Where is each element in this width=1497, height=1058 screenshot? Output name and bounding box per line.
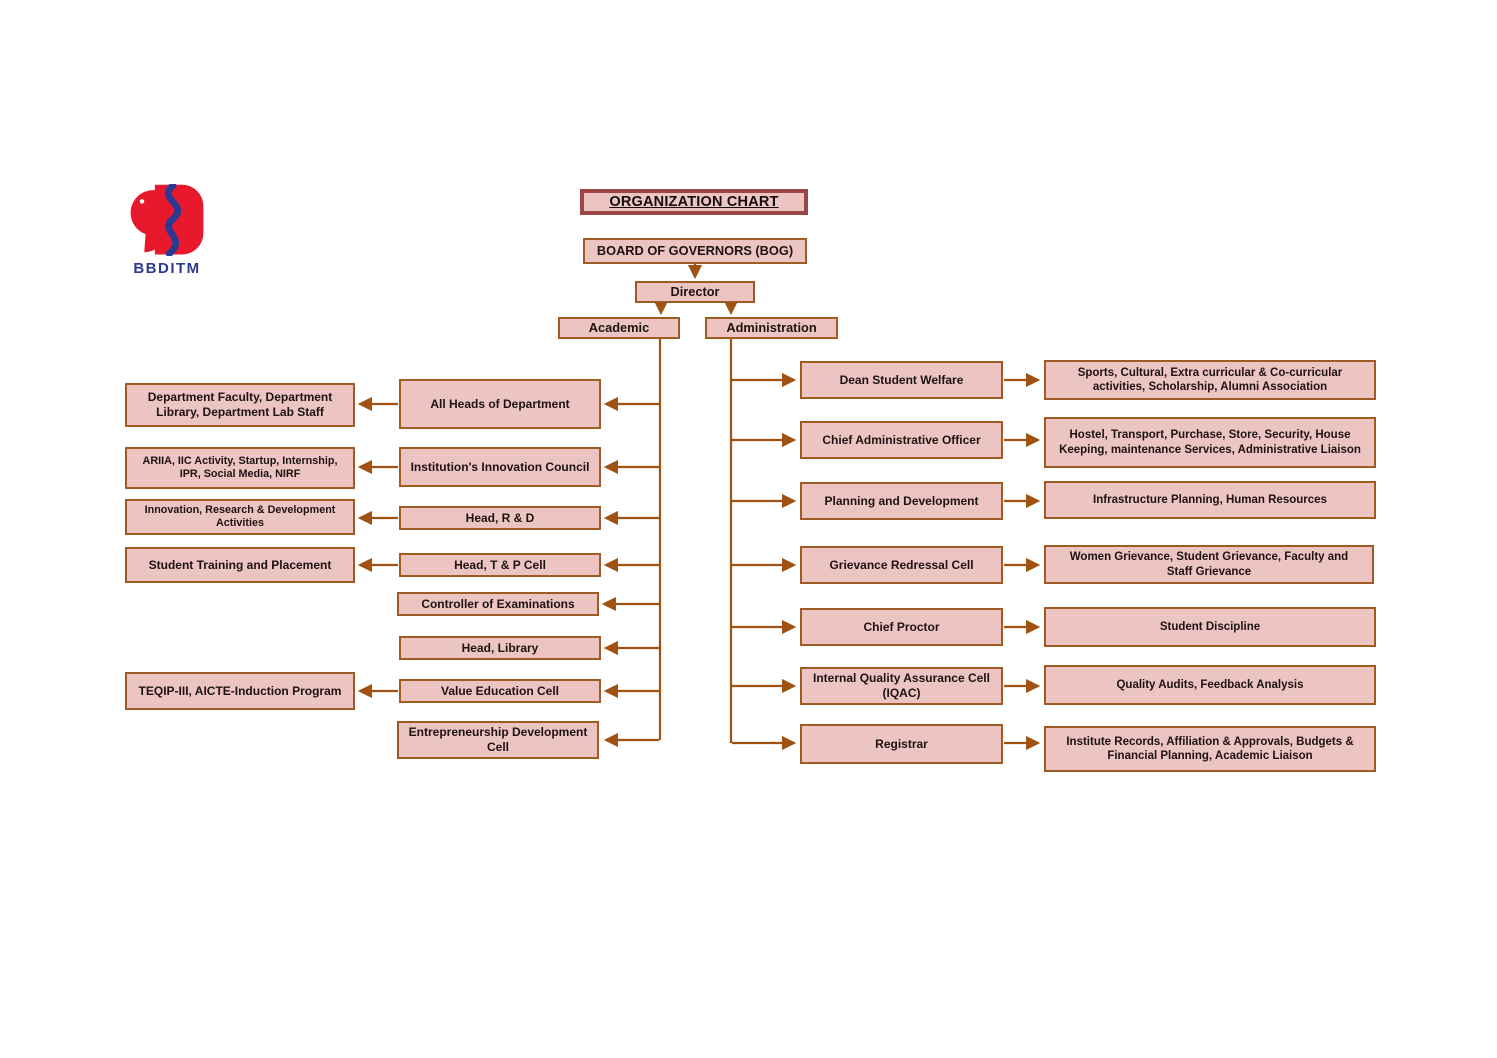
node-label: Grievance Redressal Cell [829,557,974,572]
bbd-logo: BBDITM [127,182,207,277]
node-label: Academic [588,320,650,336]
desc-head-r-and-d: Innovation, Research & Development Activ… [125,499,355,535]
node-label: Head, T & P Cell [454,557,546,572]
node-label: Institution's Innovation Council [410,459,590,474]
desc-chief-proctor: Student Discipline [1044,607,1376,647]
node-head-library: Head, Library [399,636,601,660]
desc-institutions-innovation-council: ARIIA, IIC Activity, Startup, Internship… [125,447,355,489]
desc-head-t-and-p-cell: Student Training and Placement [125,547,355,583]
node-label: Dean Student Welfare [839,372,964,387]
desc-label: Department Faculty, Department Library, … [147,390,333,419]
page-title: ORGANIZATION CHART [580,189,808,215]
node-dean-student-welfare: Dean Student Welfare [800,361,1003,399]
node-entrepreneurship-development-cell: Entrepreneurship Development Cell [397,721,599,759]
node-label: Internal Quality Assurance Cell (IQAC) [813,671,990,700]
bbd-elephant-icon [130,182,204,258]
node-label: Value Education Cell [440,683,560,698]
node-institutions-innovation-council: Institution's Innovation Council [399,447,601,487]
node-planning-and-development: Planning and Development [800,482,1003,520]
node-registrar: Registrar [800,724,1003,764]
node-grievance-redressal-cell: Grievance Redressal Cell [800,546,1003,584]
node-label: All Heads of Department [430,396,570,411]
node-head-t-and-p-cell: Head, T & P Cell [399,553,601,577]
node-label: Chief Proctor [863,619,940,634]
desc-dean-student-welfare: Sports, Cultural, Extra curricular & Co-… [1044,360,1376,400]
desc-iqac: Quality Audits, Feedback Analysis [1044,665,1376,705]
node-label: Planning and Development [824,493,979,508]
node-label: Registrar [875,736,928,751]
node-label: Administration [726,320,817,336]
desc-label: TEQIP-III, AICTE-Induction Program [138,683,342,698]
node-label: Entrepreneurship Development Cell [408,725,588,754]
desc-label: Quality Audits, Feedback Analysis [1116,678,1304,691]
desc-label: Innovation, Research & Development Activ… [144,503,336,529]
node-label: Director [670,284,720,300]
desc-label: Student Discipline [1159,620,1261,633]
node-label: Chief Administrative Officer [822,432,981,447]
desc-label: Hostel, Transport, Purchase, Store, Secu… [1059,429,1361,456]
node-label: Controller of Examinations [421,596,575,611]
desc-grievance-redressal-cell: Women Grievance, Student Grievance, Facu… [1044,545,1374,584]
page-title-text: ORGANIZATION CHART [609,194,779,210]
desc-label: Women Grievance, Student Grievance, Facu… [1069,551,1349,578]
desc-label: ARIIA, IIC Activity, Startup, Internship… [142,454,338,480]
node-all-heads-of-department: All Heads of Department [399,379,601,429]
desc-label: Student Training and Placement [148,557,332,572]
node-iqac: Internal Quality Assurance Cell (IQAC) [800,667,1003,705]
node-label: Head, R & D [465,510,535,525]
node-head-r-and-d: Head, R & D [399,506,601,530]
desc-chief-administrative-officer: Hostel, Transport, Purchase, Store, Secu… [1044,417,1376,468]
node-administration: Administration [705,317,838,339]
desc-label: Sports, Cultural, Extra curricular & Co-… [1077,366,1343,393]
desc-label: Institute Records, Affiliation & Approva… [1066,735,1354,762]
node-chief-administrative-officer: Chief Administrative Officer [800,421,1003,459]
node-director: Director [635,281,755,303]
desc-planning-and-development: Infrastructure Planning, Human Resources [1044,481,1376,519]
node-chief-proctor: Chief Proctor [800,608,1003,646]
node-value-education-cell: Value Education Cell [399,679,601,703]
node-label: BOARD OF GOVERNORS (BOG) [596,243,794,259]
desc-all-heads-of-department: Department Faculty, Department Library, … [125,383,355,427]
desc-registrar: Institute Records, Affiliation & Approva… [1044,726,1376,772]
node-academic: Academic [558,317,680,339]
node-controller-of-examinations: Controller of Examinations [397,592,599,616]
logo-text: BBDITM [133,260,201,277]
desc-value-education-cell: TEQIP-III, AICTE-Induction Program [125,672,355,710]
desc-label: Infrastructure Planning, Human Resources [1093,493,1327,506]
node-board-of-governors: BOARD OF GOVERNORS (BOG) [583,238,807,264]
node-label: Head, Library [461,640,539,655]
